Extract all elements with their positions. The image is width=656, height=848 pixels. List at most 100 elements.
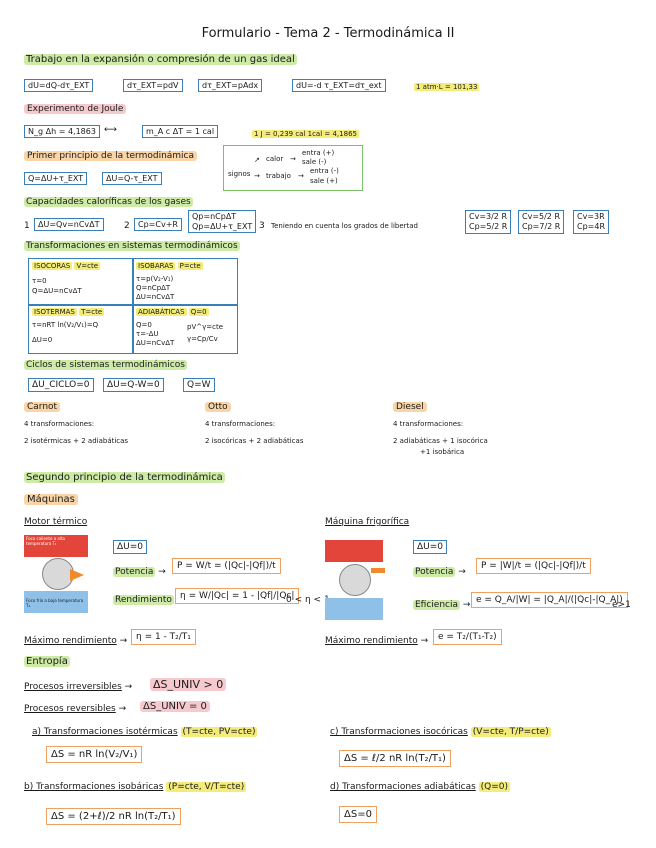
machine-circle-icon [339, 564, 371, 596]
adiabaticas-l1: Q=0 [136, 321, 152, 329]
maquinas-heading: Máquinas [24, 494, 78, 506]
irrev-label: Procesos irreversibles → [24, 682, 133, 692]
calor-entra: entra (+) [302, 149, 335, 157]
eq-trabajo-3: dτ_EXT=pAdx [198, 79, 263, 92]
page-title: Formulario - Tema 2 - Termodinámica II [201, 26, 455, 41]
isocoras-title: ISOCORAS V=cte [32, 262, 101, 270]
ciclos-heading: Ciclos de sistemas termodinámicos [24, 360, 187, 370]
diesel-l2: 2 adiabáticas + 1 isocórica [393, 437, 488, 445]
c-eq: ΔS = ℓ/2 nR ln(T₂/T₁) [339, 750, 451, 767]
cap-di: Cv=5/2 R Cp=7/2 R [518, 210, 565, 234]
motor-rend-label: Rendimiento → [113, 595, 184, 605]
isobaras-l2: Q=nCpΔT [136, 284, 171, 292]
eq-cap-2b-line1: Qp=nCpΔT [192, 212, 237, 221]
diesel-l1: 4 transformaciones: [393, 420, 464, 428]
a-label: a) Transformaciones isotérmicas (T=cte, … [32, 727, 258, 737]
cp-poli: Cp=4R [577, 222, 606, 231]
eq-cap-2b: Qp=nCpΔT Qp=ΔU+τ_EXT [188, 210, 257, 234]
cv-poli: Cv=3R [577, 212, 605, 221]
carnot-l1: 4 transformaciones: [24, 420, 95, 428]
eq-joule-1: N_g Δh = 4,1863 [24, 125, 100, 138]
otto-title: Otto [205, 402, 231, 412]
otto-l2: 2 isocóricas + 2 adiabáticas [205, 437, 304, 445]
carnot-l2: 2 isotérmicas + 2 adiabáticas [24, 437, 129, 445]
maq-potencia-label: Potencia → [413, 567, 466, 577]
foco-caliente-label: Foco caliente a alta temperatura T₁ [26, 536, 65, 546]
maq-cond: e>1 [612, 600, 631, 610]
work-arrow-icon [371, 568, 385, 573]
isocoras-l2: Q=ΔU=nCvΔT [32, 287, 82, 295]
calor-label: calor [266, 155, 284, 163]
double-arrow-icon: ⟷ [104, 125, 117, 135]
maq-eficiencia-label: Eficiencia → [413, 600, 471, 610]
joule-note: 1 J = 0,239 cal 1cal = 4,1865 [252, 130, 359, 138]
motor-cond: 0 < η < 1 [286, 595, 330, 605]
cap-num-1: 1 [24, 221, 30, 231]
eq-cap-2b-line2: Qp=ΔU+τ_EXT [192, 221, 253, 231]
joule-heading: Experimento de Joule [24, 104, 127, 114]
max-rend-label: Máximo rendimiento → [24, 636, 128, 646]
cap-mono: Cv=3/2 R Cp=5/2 R [465, 210, 512, 234]
maquina-title: Máquina frigorífica [325, 517, 410, 527]
trabajo-entra: entra (-) [310, 167, 339, 175]
rev-label: Procesos reversibles → [24, 704, 127, 714]
transformaciones-table: ISOCORAS V=cte τ=0 Q=ΔU=nCvΔT ISOBARAS P… [28, 258, 238, 354]
d-label: d) Transformaciones adiabáticas (Q=0) [330, 782, 511, 792]
max-rend-eq: η = 1 - T₂/T₁ [131, 629, 196, 645]
cap-poli: Cv=3R Cp=4R [573, 210, 610, 234]
entropia-heading: Entropía [24, 656, 70, 667]
adiabaticas-title: ADIABÁTICAS Q=0 [136, 308, 209, 316]
cap-num-2: 2 [124, 221, 130, 231]
eq-ciclo-3: Q=W [183, 378, 215, 392]
work-arrow-icon [70, 569, 84, 581]
grados-text: Teniendo en cuenta los grados de liberta… [271, 222, 419, 230]
adiabaticas-r1: pV^γ=cte [187, 323, 224, 331]
eq-joule-2: m_A c ΔT = 1 cal [142, 125, 219, 138]
maq-du: ΔU=0 [413, 540, 448, 554]
signos-label: signos [228, 170, 251, 178]
foco-frio-label: Foco frío a baja temperatura T₂ [26, 598, 84, 608]
trabajo-heading: Trabajo en la expansión o compresión de … [24, 54, 297, 65]
motor-diagram: Foco caliente a alta temperatura T₁ Foco… [24, 535, 104, 615]
adiabaticas-r2: γ=Cp/Cv [187, 335, 218, 343]
eq-trabajo-1: dU=dQ-dτ_EXT [24, 79, 94, 92]
trabajo-sale: sale (+) [310, 177, 338, 185]
d-eq: ΔS=0 [339, 806, 377, 823]
a-eq: ΔS = nR ln(V₂/V₁) [46, 746, 143, 763]
isobaras-l1: τ=p(V₂-V₁) [136, 275, 174, 283]
diesel-title: Diesel [393, 402, 427, 412]
cold-reservoir [325, 598, 383, 620]
maq-eficiencia-eq: e = Q_A/|W| = |Q_A|/(|Qc|-|Q_A|) [471, 592, 628, 608]
isocoras-l1: τ=0 [32, 277, 47, 285]
arrow-icon: → [298, 172, 304, 180]
adiabaticas-l3: ΔU=nCvΔT [136, 339, 175, 347]
eq-ciclo-2: ΔU=Q-W=0 [103, 378, 164, 392]
motor-du: ΔU=0 [113, 540, 148, 554]
hot-reservoir [325, 540, 383, 562]
capacidades-heading: Capacidades caloríficas de los gases [24, 197, 193, 207]
segundo-heading: Segundo principio de la termodinámica [24, 472, 225, 483]
table-divider-v [132, 259, 134, 353]
isobaras-title: ISOBARAS P=cte [136, 262, 203, 270]
cold-reservoir: Foco frío a baja temperatura T₂ [24, 591, 88, 613]
motor-potencia-label: Potencia → [113, 567, 166, 577]
cv-di: Cv=5/2 R [522, 212, 560, 221]
isotermas-title: ISOTERMAS T=cte [32, 308, 105, 316]
table-divider-h [29, 304, 237, 306]
cp-mono: Cp=5/2 R [469, 222, 508, 231]
diesel-l3: +1 isobárica [420, 448, 465, 456]
eq-ciclo-1: ΔU_CICLO=0 [28, 378, 94, 392]
calor-sale: sale (-) [302, 158, 327, 166]
cp-di: Cp=7/2 R [522, 222, 561, 231]
trabajo-label: trabajo [266, 172, 291, 180]
c-label: c) Transformaciones isocóricas (V=cte, T… [330, 727, 551, 737]
cap-num-3: 3 [259, 221, 265, 231]
adiabaticas-l2: τ=-ΔU [136, 330, 159, 338]
otto-l1: 4 transformaciones: [205, 420, 276, 428]
irrev-eq: ΔS_UNIV > 0 [150, 678, 227, 692]
eq-primer-2: ΔU=Q-τ_EXT [102, 172, 162, 185]
rev-eq: ΔS_UNIV = 0 [140, 701, 210, 713]
primer-heading: Primer principio de la termodinámica [24, 151, 198, 161]
hot-reservoir: Foco caliente a alta temperatura T₁ [24, 535, 88, 557]
eq-trabajo-4: dU=-d τ_EXT=dτ_ext [292, 79, 386, 92]
